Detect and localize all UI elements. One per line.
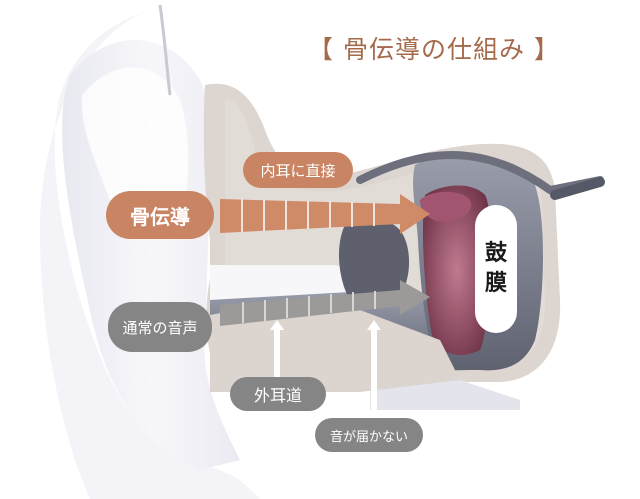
label-eardrum: 鼓 膜 xyxy=(475,205,517,333)
headphone-band xyxy=(356,151,604,195)
eardrum-char-1: 鼓 xyxy=(484,241,507,266)
lower-bone xyxy=(210,304,460,392)
label-normal-sound: 通常の音声 xyxy=(108,302,212,352)
blocked-arrow-up-icon xyxy=(270,320,381,420)
label-sound-does-not-reach: 音が届かない xyxy=(315,418,423,452)
label-outer-ear-canal: 外耳道 xyxy=(230,377,326,411)
cable-icon xyxy=(550,177,605,200)
eardrum-char-2: 膜 xyxy=(484,271,507,296)
diagram-title: 【 骨伝導の仕組み 】 xyxy=(308,35,560,64)
pinna xyxy=(40,4,260,499)
label-direct-to-inner-ear: 内耳に直接 xyxy=(243,152,353,188)
label-bone-conduction: 骨伝導 xyxy=(106,191,214,239)
bone-conduction-arrow xyxy=(220,194,430,234)
normal-sound-arrow xyxy=(220,280,430,326)
